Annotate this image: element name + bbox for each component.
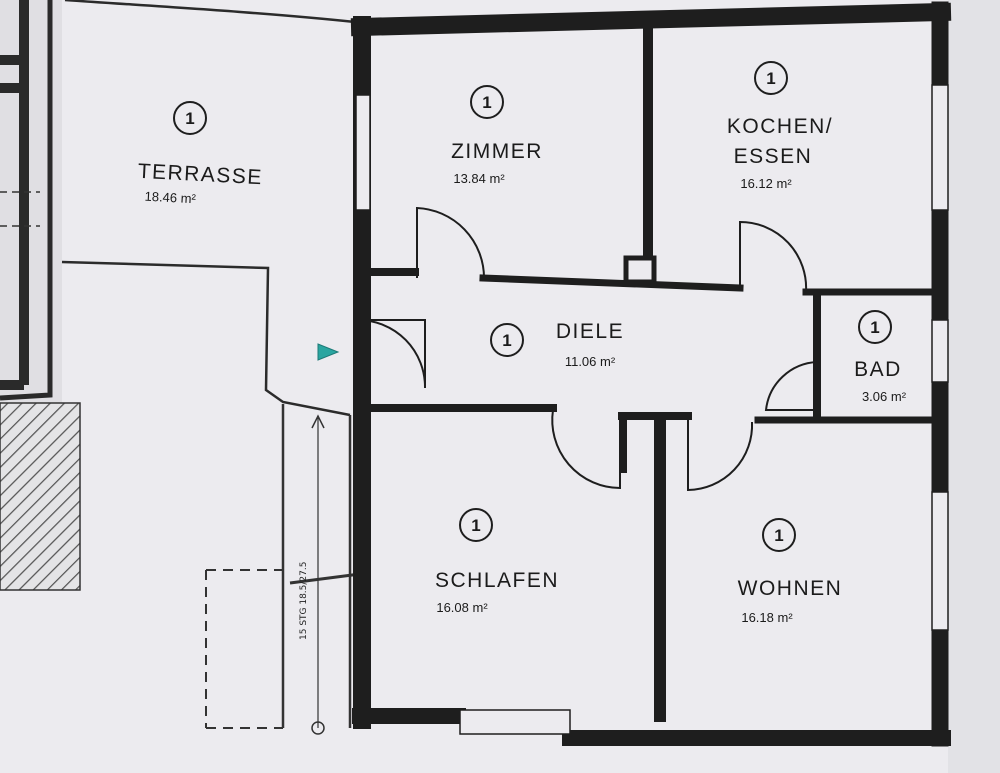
marker-number: 1 [870,318,879,337]
shaft [623,255,657,285]
entry-marker [317,343,340,361]
room-label-bad: 1 BAD 3.06 m² [854,310,907,404]
marker-number: 1 [774,526,783,545]
hatched-wall [0,402,81,591]
staircase [281,404,361,735]
room-label-kochen-essen: 1 KOCHEN/ ESSEN 16.12 m² [727,61,833,191]
terrace-outline [61,0,356,417]
marker-circle [173,101,207,135]
room-name: ZIMMER [451,140,543,163]
room-area: 3.06 m² [862,389,907,404]
room-name: BAD [854,358,902,381]
marker-number: 1 [766,69,775,88]
marker-number: 1 [185,109,194,128]
room-name: SCHLAFEN [435,569,559,592]
room-area: 18.46 m² [144,189,197,207]
room-name: WOHNEN [738,577,843,600]
room-label-zimmer: 1 ZIMMER 13.84 m² [451,85,543,186]
room-label-diele: 1 DIELE 11.06 m² [490,320,624,369]
room-label-schlafen: 1 SCHLAFEN 16.08 m² [435,508,559,615]
marker-circle [490,323,524,357]
neighbour-building [0,0,81,591]
marker-number: 1 [482,93,491,112]
room-name-line-2: ESSEN [734,145,813,168]
room-name-line-1: KOCHEN/ [727,115,833,138]
room-area: 16.12 m² [740,176,792,191]
windows [355,84,949,735]
right-margin [948,0,1000,773]
room-area: 16.08 m² [436,600,488,615]
dashed-footprint [205,569,283,729]
room-name: DIELE [556,320,624,343]
room-area: 13.84 m² [453,171,505,186]
marker-circle [858,310,892,344]
marker-circle [459,508,493,542]
door-swings [357,206,818,492]
room-area: 16.18 m² [741,610,793,625]
marker-circle [762,518,796,552]
room-label-wohnen: 1 WOHNEN 16.18 m² [738,518,843,625]
marker-number: 1 [471,516,480,535]
marker-number: 1 [502,331,511,350]
marker-circle [470,85,504,119]
marker-circle [754,61,788,95]
room-area: 11.06 m² [565,354,616,369]
stair-annotation: 15 STG 18.5/27.5 [299,562,309,640]
